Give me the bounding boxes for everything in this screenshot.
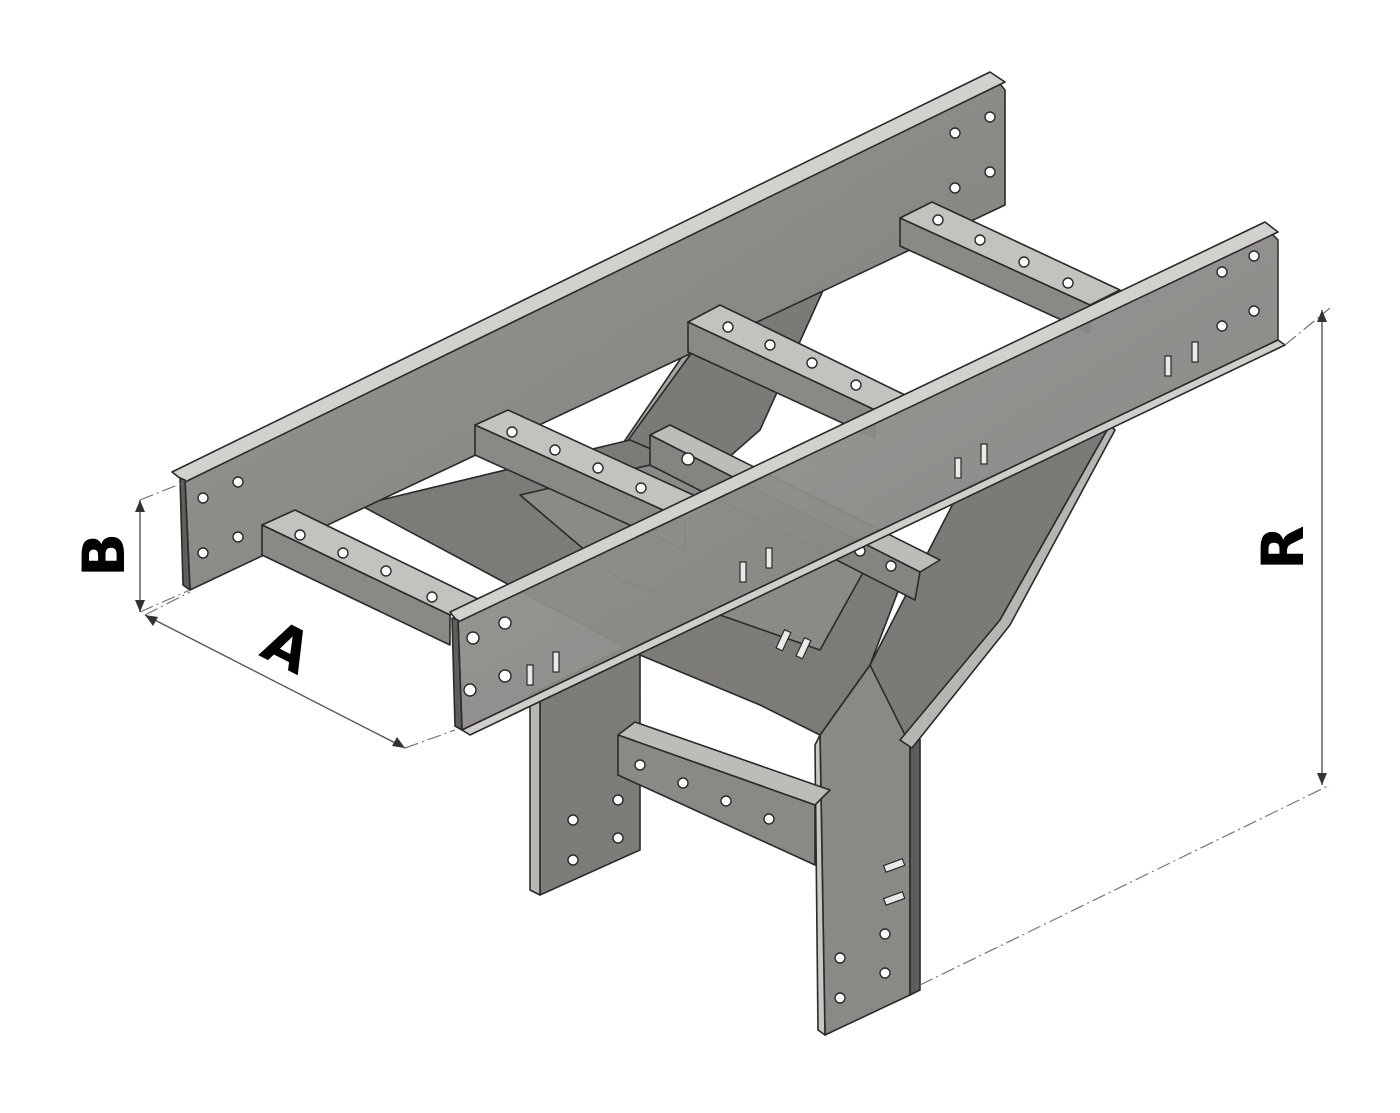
bolt-hole [635, 482, 647, 494]
bolt-hole [1062, 277, 1074, 289]
bolt-hole [879, 928, 891, 940]
dimension-b [135, 481, 191, 613]
bolt-hole [426, 591, 438, 603]
dimension-r [919, 307, 1331, 986]
bolt-hole [380, 565, 392, 577]
bolt-hole [498, 669, 512, 683]
bolt-hole [681, 452, 695, 466]
slot [1191, 341, 1199, 363]
bolt-hole [197, 492, 209, 504]
bolt-hole [879, 967, 891, 979]
bolt-hole [949, 182, 961, 194]
bolt-hole [850, 379, 862, 391]
bolt-hole [974, 234, 986, 246]
bolt-hole [232, 531, 244, 543]
branch-rung [617, 721, 831, 866]
slot [882, 890, 906, 906]
bolt-hole [232, 476, 244, 488]
back-main-rail [171, 71, 1006, 591]
bolt-hole [634, 759, 646, 771]
bolt-hole [677, 777, 689, 789]
slot [882, 857, 906, 873]
bolt-hole [463, 683, 477, 697]
slot [954, 457, 962, 479]
bolt-hole [466, 631, 480, 645]
branch-left-side-rail [529, 639, 641, 896]
slot [1164, 355, 1172, 377]
front-main-rail [449, 221, 1286, 736]
bolt-hole [834, 992, 846, 1004]
slot [552, 651, 560, 673]
rung-4 [899, 201, 1121, 334]
slot [980, 443, 988, 465]
bolt-hole [1216, 320, 1228, 332]
bolt-hole [720, 795, 732, 807]
bolt-hole [1018, 256, 1030, 268]
dimension-label-b: B [70, 533, 138, 577]
bolt-hole [1248, 250, 1260, 262]
slot [526, 664, 534, 686]
bolt-hole [763, 813, 775, 825]
bolt-hole [567, 854, 579, 866]
bolt-hole [932, 214, 944, 226]
bolt-hole [764, 339, 776, 351]
bolt-hole [885, 560, 897, 572]
slot [775, 628, 792, 652]
dimension-a [144, 591, 456, 749]
bolt-hole [612, 832, 624, 844]
diagonal-brace-right [869, 424, 1116, 749]
slot [765, 547, 773, 569]
bolt-hole [1216, 266, 1228, 278]
rung-1 [261, 509, 481, 646]
bolt-hole [984, 111, 996, 123]
bolt-hole [567, 814, 579, 826]
bolt-hole [549, 444, 561, 456]
bolt-hole [197, 547, 209, 559]
slot [795, 636, 812, 660]
bolt-hole [949, 127, 961, 139]
bolt-hole [337, 547, 349, 559]
bolt-hole [834, 952, 846, 964]
dimension-label-r: R [1249, 525, 1317, 570]
bolt-hole [498, 616, 512, 630]
bolt-hole [984, 166, 996, 178]
bolt-hole [592, 462, 604, 474]
bolt-hole [294, 529, 306, 541]
bolt-hole [806, 357, 818, 369]
bolt-hole [612, 794, 624, 806]
bolt-hole [722, 321, 734, 333]
bolt-hole [506, 426, 518, 438]
slot [739, 561, 747, 583]
branch-right-side-rail [814, 664, 921, 1036]
bolt-hole [1248, 305, 1260, 317]
